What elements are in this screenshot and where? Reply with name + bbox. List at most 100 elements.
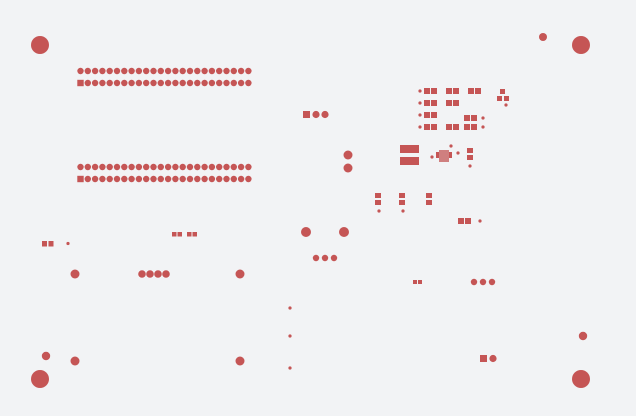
smd-pad: [475, 88, 481, 94]
smd-pad: [431, 88, 437, 94]
connector-pin-pad: [138, 270, 146, 278]
header-pin-pad: [245, 163, 252, 171]
header-pin-pad: [237, 163, 245, 171]
connector-pin-pad: [321, 110, 329, 119]
via-pad: [449, 144, 453, 148]
header-pin-pad: [230, 163, 237, 171]
header-pin-pad: [77, 163, 84, 171]
header-pin-pad: [106, 175, 113, 183]
header-pin-pad: [157, 175, 164, 183]
smd-pad: [500, 89, 505, 94]
via-pad: [288, 334, 292, 338]
via-pad: [456, 151, 460, 155]
connector-pin-1-pad: [303, 111, 310, 118]
header-pin-pad: [113, 175, 121, 183]
ic-pin-pad: [436, 152, 439, 158]
smd-pad: [431, 124, 437, 130]
smd-pad: [464, 124, 470, 130]
header-pin-pad: [230, 67, 237, 75]
header-pin-pad: [91, 79, 99, 87]
header-pin-pad: [91, 67, 99, 75]
header-pin-pad: [245, 175, 252, 183]
mounting-hole: [31, 370, 49, 388]
ic-thermal-pad: [439, 150, 449, 162]
header-pin-pad: [164, 67, 172, 75]
smd-pad: [458, 218, 464, 224]
header-pin-pad: [186, 67, 194, 75]
mounting-pad: [70, 356, 80, 366]
header-pin-pad: [194, 79, 201, 87]
mounting-hole: [31, 36, 49, 54]
header-pin-pad: [179, 175, 186, 183]
header-pin-pad: [91, 163, 99, 171]
smd-pad: [399, 193, 405, 198]
smd-pad: [48, 241, 54, 247]
via-pad: [578, 331, 588, 341]
mounting-pad: [70, 269, 80, 279]
header-pin-pad: [77, 67, 84, 75]
header-pin-pad: [179, 67, 186, 75]
connector-pin-pad: [312, 110, 320, 119]
header-pin-pad: [143, 79, 150, 87]
smd-pad: [426, 193, 432, 198]
header-pin-pad: [237, 67, 245, 75]
header-pin-pad: [194, 175, 201, 183]
header-pin-pad: [135, 163, 143, 171]
smd-pad: [471, 124, 477, 130]
via-pad: [66, 241, 70, 246]
header-pin-pad: [113, 67, 121, 75]
via-pad: [401, 209, 405, 213]
test-point-pad: [343, 150, 353, 160]
smd-pad: [413, 280, 417, 284]
smd-pad: [375, 193, 381, 198]
smd-pad: [424, 100, 430, 106]
header-pin-pad: [172, 67, 179, 75]
smd-pad: [453, 124, 459, 130]
header-pin-pad: [157, 67, 164, 75]
header-pin-pad: [223, 79, 230, 87]
header-pin-pad: [143, 67, 150, 75]
mounting-hole: [572, 370, 590, 388]
header-pin-pad: [172, 175, 179, 183]
header-pin-pad: [186, 79, 194, 87]
header-pin-pad: [208, 79, 216, 87]
header-pin-pad: [208, 163, 216, 171]
header-pin-pad: [186, 175, 194, 183]
header-pin-pad: [230, 175, 237, 183]
header-pin-pad: [237, 175, 245, 183]
header-pin-pad: [143, 163, 150, 171]
header-pin-pad: [201, 175, 208, 183]
header-pin-pad: [172, 79, 179, 87]
header-pin-pad: [164, 79, 172, 87]
header-pin-pad: [223, 175, 230, 183]
header-pin-pad: [99, 175, 106, 183]
connector-pin-pad: [479, 278, 487, 286]
header-pin-pad: [216, 79, 223, 87]
header-pin-pad: [128, 79, 135, 87]
header-pin-pad: [208, 175, 216, 183]
smd-pad: [467, 155, 473, 160]
smd-pad: [172, 232, 177, 237]
header-pin-pad: [216, 163, 223, 171]
smd-pad: [399, 200, 405, 205]
header-pin-pad: [179, 79, 186, 87]
connector-pin-pad: [162, 270, 170, 278]
header-pin-pad: [201, 79, 208, 87]
header-pin-pad: [99, 67, 106, 75]
header-pin-pad: [179, 163, 186, 171]
header-pin-pad: [121, 163, 128, 171]
header-pin-pad: [194, 163, 201, 171]
via-pad: [288, 366, 292, 370]
via-pad: [481, 125, 485, 129]
connector-pin-pad: [312, 254, 320, 262]
smd-pad: [471, 115, 477, 121]
test-point-pad: [301, 227, 311, 237]
header-pin-pad: [84, 163, 92, 171]
via-pad: [377, 209, 381, 213]
via-pad: [504, 103, 508, 107]
header-pin-pad: [201, 67, 208, 75]
smd-pad: [375, 200, 381, 205]
header-pin-pad: [245, 79, 252, 87]
connector-pin-pad: [489, 354, 497, 363]
